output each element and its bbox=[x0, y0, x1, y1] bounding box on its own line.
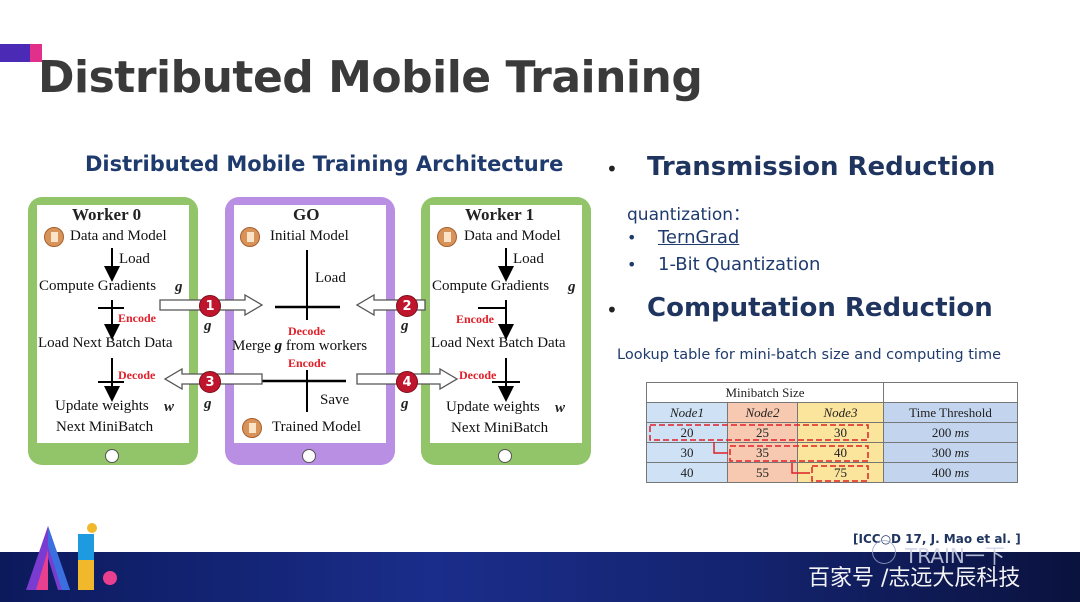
go-screen bbox=[234, 205, 386, 443]
link-badge-1: 1 bbox=[199, 295, 221, 317]
cell-r0-node2: 25 bbox=[727, 422, 798, 443]
accent-bar-purple bbox=[0, 44, 30, 62]
watermark-train: TRAIN一下 bbox=[905, 544, 1005, 568]
col-node1: Node1 bbox=[646, 402, 728, 423]
worker1-compute-g: g bbox=[568, 279, 576, 295]
worker1-load-next: Load Next Batch Data bbox=[431, 335, 566, 351]
link-g-2: g bbox=[401, 318, 409, 334]
go-name: GO bbox=[293, 205, 320, 224]
worker0-compute-g: g bbox=[175, 279, 183, 295]
bullet-computation: • bbox=[606, 298, 618, 322]
worker0-next: Next MiniBatch bbox=[56, 419, 154, 435]
worker0-load-next: Load Next Batch Data bbox=[38, 335, 173, 351]
col-time: Time Threshold bbox=[883, 402, 1018, 423]
go-document-icon bbox=[240, 227, 260, 247]
sub-bullet-2: • bbox=[627, 255, 637, 274]
link-g-3: g bbox=[204, 396, 212, 412]
cell-r2-node3: 75 bbox=[797, 462, 884, 483]
go-merge-pre: Merge bbox=[232, 338, 271, 354]
lookup-table: Minibatch Size Node1 Node2 Node3 Time Th… bbox=[646, 382, 1018, 483]
go-load: Load bbox=[315, 270, 346, 286]
worker1-decode: Decode bbox=[459, 368, 497, 382]
go-merge: Merge g from workers bbox=[232, 338, 367, 355]
worker1-update-w: w bbox=[555, 400, 566, 416]
cell-r1-node1: 30 bbox=[646, 442, 728, 463]
go-trained-model: Trained Model bbox=[272, 419, 362, 435]
table-row: 30 35 40 300 ms bbox=[646, 442, 1018, 463]
heading-transmission: Transmission Reduction bbox=[647, 152, 996, 182]
cell-r1-time-val: 300 bbox=[931, 444, 952, 460]
cell-r2-node2: 55 bbox=[727, 462, 798, 483]
go-encode: Encode bbox=[288, 356, 327, 370]
worker1-compute: Compute Gradients bbox=[432, 278, 550, 294]
cell-r1-node2: 35 bbox=[727, 442, 798, 463]
footer-bar bbox=[0, 552, 1080, 602]
worker0-update-w: w bbox=[164, 399, 175, 415]
cell-r0-node1: 20 bbox=[646, 422, 728, 443]
link-g-4: g bbox=[401, 396, 409, 412]
link-badge-4: 4 bbox=[396, 371, 418, 393]
citation: [ICC○D 17, J. Mao et al. ] bbox=[853, 532, 1021, 546]
cell-r2-unit: ms bbox=[954, 464, 970, 480]
col-node3: Node3 bbox=[797, 402, 884, 423]
worker1-load: Load bbox=[513, 251, 544, 267]
heading-computation: Computation Reduction bbox=[647, 293, 993, 323]
bullet-transmission: • bbox=[606, 157, 618, 181]
worker0-decode: Decode bbox=[118, 368, 156, 382]
col-node2: Node2 bbox=[727, 402, 798, 423]
cell-r1-node3: 40 bbox=[797, 442, 884, 463]
link-badge-2: 2 bbox=[396, 295, 418, 317]
worker0-update: Update weights bbox=[55, 398, 149, 414]
go-merge-post: from workers bbox=[285, 338, 368, 354]
item-1bit: 1-Bit Quantization bbox=[658, 254, 821, 275]
worker0-data-model: Data and Model bbox=[70, 228, 167, 244]
cell-r2-node1: 40 bbox=[646, 462, 728, 483]
accent-bar-pink bbox=[30, 44, 42, 62]
ai-logo-icon bbox=[26, 523, 117, 590]
cell-r0-unit: ms bbox=[954, 424, 970, 440]
footer-gradient bbox=[0, 552, 1080, 602]
slide-title: Distributed Mobile Training bbox=[38, 52, 703, 103]
worker1-home-button bbox=[498, 449, 512, 463]
cell-r0-time-val: 200 bbox=[931, 424, 952, 440]
worker1-next: Next MiniBatch bbox=[451, 420, 549, 436]
worker1-data-model: Data and Model bbox=[464, 228, 561, 244]
quantization-intro: quantization： bbox=[627, 205, 751, 225]
table-row: 40 55 75 400 ms bbox=[646, 462, 1018, 483]
cell-r1-time: 300 ms bbox=[883, 442, 1018, 463]
table-caption: Lookup table for mini-batch size and com… bbox=[617, 347, 1002, 363]
watermark-text: 百家号 /志远大辰科技 bbox=[808, 566, 1021, 591]
worker0-load: Load bbox=[119, 251, 150, 267]
worker1-update: Update weights bbox=[446, 399, 540, 415]
worker0-home-button bbox=[105, 449, 119, 463]
worker1-document-icon bbox=[437, 227, 457, 247]
go-trained-document-icon bbox=[242, 418, 262, 438]
go-initial-model: Initial Model bbox=[270, 228, 349, 244]
table-header-blank bbox=[883, 382, 1018, 403]
worker1-encode: Encode bbox=[456, 312, 495, 326]
link-badge-3: 3 bbox=[199, 371, 221, 393]
architecture-title: Distributed Mobile Training Architecture bbox=[85, 152, 564, 176]
cell-r0-node3: 30 bbox=[797, 422, 884, 443]
watermark-logo-icon bbox=[872, 540, 896, 564]
go-home-button bbox=[302, 449, 316, 463]
go-save: Save bbox=[320, 392, 350, 408]
worker0-compute: Compute Gradients bbox=[39, 278, 157, 294]
worker1-name: Worker 1 bbox=[465, 205, 535, 224]
table-group-header: Minibatch Size bbox=[646, 382, 884, 403]
link-g-1: g bbox=[204, 318, 212, 334]
go-decode: Decode bbox=[288, 324, 326, 338]
cell-r2-time-val: 400 bbox=[931, 464, 952, 480]
cell-r1-unit: ms bbox=[954, 444, 970, 460]
cell-r0-time: 200 ms bbox=[883, 422, 1018, 443]
worker0-name: Worker 0 bbox=[72, 205, 142, 224]
go-phone bbox=[225, 197, 395, 465]
cell-r2-time: 400 ms bbox=[883, 462, 1018, 483]
item-terngrad[interactable]: TernGrad bbox=[658, 227, 740, 248]
worker0-document-icon bbox=[44, 227, 64, 247]
worker0-encode: Encode bbox=[118, 311, 157, 325]
go-merge-g: g bbox=[274, 338, 283, 354]
sub-bullet-1: • bbox=[627, 228, 637, 247]
table-row: 20 25 30 200 ms bbox=[646, 422, 1018, 443]
